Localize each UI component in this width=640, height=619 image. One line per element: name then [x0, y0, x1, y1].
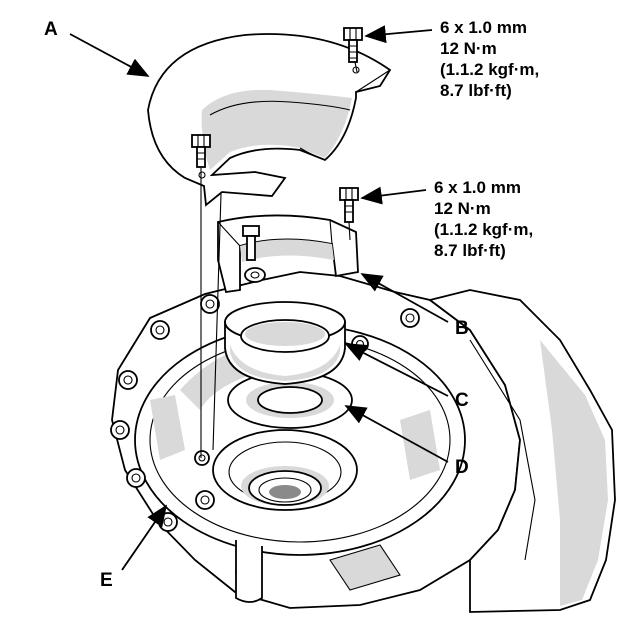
bolt-spec-upper: 6 x 1.0 mm 12 N·m (1.1.2 kgf·m, 8.7 lbf·… — [440, 18, 539, 100]
leader-d — [344, 405, 449, 463]
bracket-bolt-small — [242, 225, 260, 261]
washer-d — [227, 371, 353, 429]
transmission-housing-e — [110, 271, 616, 613]
bolt-top-right — [343, 27, 363, 63]
spec-lower-torque-kgf: (1.1.2 kgf·m, — [434, 220, 533, 239]
leader-a — [69, 33, 150, 77]
bolt-spec-lower: 6 x 1.0 mm 12 N·m (1.1.2 kgf·m, 8.7 lbf·… — [434, 178, 533, 260]
bolt-bracket-right — [339, 187, 359, 223]
bracket-b — [217, 214, 359, 294]
leader-c — [344, 343, 449, 397]
central-hub — [212, 429, 358, 511]
spec-lower-torque-nm: 12 N·m — [434, 199, 491, 218]
shield-cover-a — [147, 33, 392, 207]
leader-spec-lower — [360, 186, 427, 205]
bolt-shield-left — [191, 134, 211, 168]
callout-c: C — [455, 390, 469, 411]
spec-lower-torque-lbf: 8.7 lbf·ft) — [434, 241, 506, 260]
spec-upper-torque-lbf: 8.7 lbf·ft) — [440, 81, 512, 100]
callout-a: A — [44, 19, 58, 40]
spec-lower-size: 6 x 1.0 mm — [434, 178, 521, 197]
spec-upper-torque-kgf: (1.1.2 kgf·m, — [440, 60, 539, 79]
spec-upper-size: 6 x 1.0 mm — [440, 18, 527, 37]
seal-ring-c — [224, 301, 346, 385]
alignment-lines — [200, 61, 358, 458]
leader-e — [121, 504, 168, 571]
callout-d: D — [455, 457, 469, 478]
leader-b — [360, 273, 449, 323]
callout-b: B — [455, 318, 469, 339]
leader-spec-upper — [364, 25, 433, 44]
callout-e: E — [100, 570, 113, 591]
spec-upper-torque-nm: 12 N·m — [440, 39, 497, 58]
